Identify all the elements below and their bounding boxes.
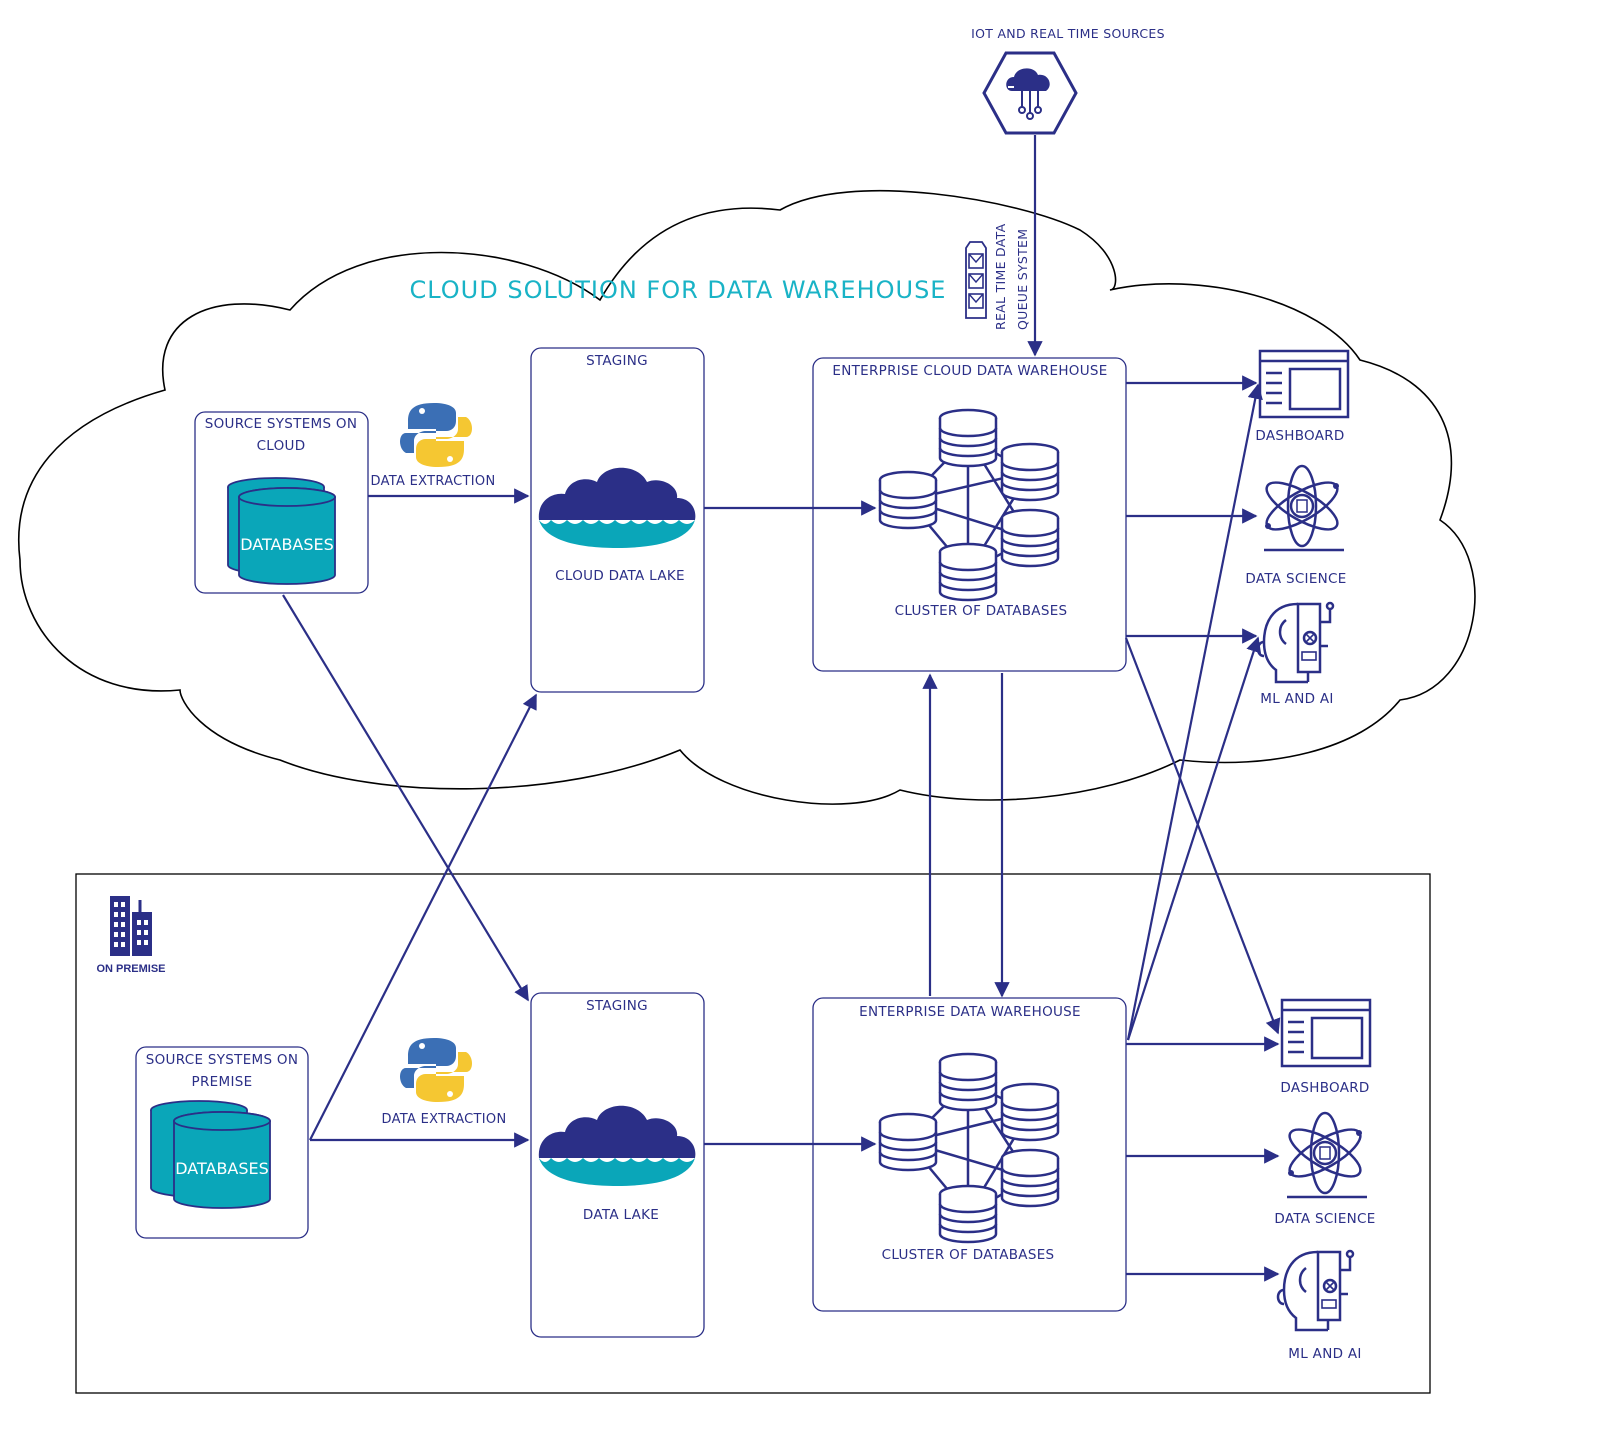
premise-source-title-2: PREMISE xyxy=(192,1074,253,1090)
iot-label: IOT AND REAL TIME SOURCES xyxy=(971,26,1165,41)
python-logo-icon xyxy=(400,403,472,467)
cloud-staging-title: STAGING xyxy=(586,353,648,369)
cloud-cluster-label: CLUSTER OF DATABASES xyxy=(895,603,1068,619)
cloud-warehouse-title: ENTERPRISE CLOUD DATA WAREHOUSE xyxy=(832,363,1107,379)
premise-data-lake-icon xyxy=(538,1105,696,1186)
cloud-data-science-label: DATA SCIENCE xyxy=(1245,571,1346,587)
cloud-data-lake-label: CLOUD DATA LAKE xyxy=(555,568,685,584)
cloud-dashboard-label: DASHBOARD xyxy=(1255,428,1344,444)
cloud-extraction-label: DATA EXTRACTION xyxy=(371,474,496,489)
cloud-warehouse-box xyxy=(812,357,1127,672)
iot-hexagon-icon xyxy=(982,51,1078,135)
cloud-data-lake-icon xyxy=(538,467,696,548)
svg-text:REAL TIME DATA: REAL TIME DATA xyxy=(993,223,1008,330)
queue-label: REAL TIME DATA QUEUE SYSTEM xyxy=(993,223,1030,330)
premise-data-science-icon xyxy=(1282,1111,1369,1199)
premise-data-lake-label: DATA LAKE xyxy=(583,1207,659,1223)
on-premise-label: ON PREMISE xyxy=(96,963,165,975)
premise-databases-label: DATABASES xyxy=(175,1159,269,1178)
premise-extraction-label: DATA EXTRACTION xyxy=(382,1112,507,1127)
on-premise-frame xyxy=(75,873,1431,1394)
premise-ml-ai-label: ML AND AI xyxy=(1288,1346,1361,1362)
premise-staging-title: STAGING xyxy=(586,998,648,1014)
premise-data-science-label: DATA SCIENCE xyxy=(1274,1211,1375,1227)
queue-icon xyxy=(965,241,987,319)
flow-arrows xyxy=(282,135,1281,1282)
diagram-title: CLOUD SOLUTION FOR DATA WAREHOUSE xyxy=(410,276,947,304)
premise-dashboard-icon xyxy=(1280,998,1372,1068)
cloud-cluster-icon xyxy=(878,408,1060,602)
cloud-databases-icon xyxy=(227,477,336,585)
premise-cluster-label: CLUSTER OF DATABASES xyxy=(882,1247,1055,1263)
cloud-databases-label: DATABASES xyxy=(240,535,334,554)
cloud-source-title-2: CLOUD xyxy=(257,438,306,454)
premise-cluster-icon xyxy=(878,1052,1060,1244)
cloud-ml-ai-label: ML AND AI xyxy=(1260,691,1333,707)
premise-databases-icon xyxy=(150,1100,271,1209)
cloud-source-title-1: SOURCE SYSTEMS ON xyxy=(205,416,358,432)
premise-warehouse-box xyxy=(812,997,1127,1312)
premise-source-title-1: SOURCE SYSTEMS ON xyxy=(146,1052,299,1068)
svg-text:QUEUE SYSTEM: QUEUE SYSTEM xyxy=(1015,229,1030,330)
building-icon xyxy=(110,896,152,956)
premise-warehouse-title: ENTERPRISE DATA WAREHOUSE xyxy=(859,1004,1081,1020)
premise-ml-ai-icon xyxy=(1276,1249,1355,1332)
cloud-dashboard-icon xyxy=(1258,349,1350,419)
python-logo-icon-premise xyxy=(400,1038,472,1102)
premise-dashboard-label: DASHBOARD xyxy=(1280,1080,1369,1096)
